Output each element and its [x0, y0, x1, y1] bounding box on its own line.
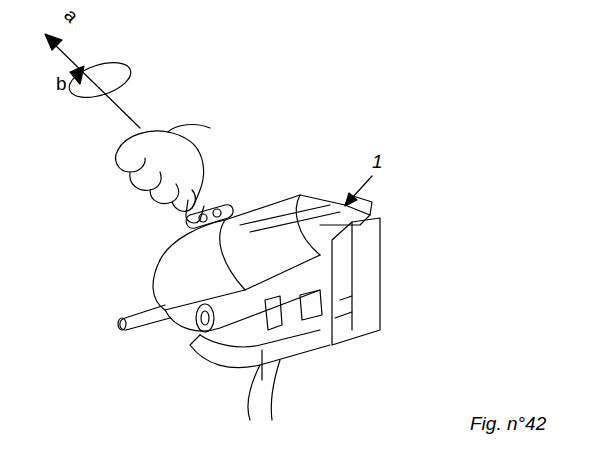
housing-box [332, 218, 380, 345]
leader-arrowhead [345, 193, 357, 206]
axis-line [50, 40, 140, 128]
rotation-ellipse [65, 56, 135, 104]
arrowhead-b [70, 66, 84, 84]
arrowhead-a [45, 34, 62, 50]
figure-caption: Fig. n°42 [470, 414, 546, 433]
leader-line [352, 176, 372, 198]
part-body [118, 195, 372, 332]
direction-letter: a [61, 5, 82, 26]
lower-bracket [190, 290, 330, 420]
callout-number: 1 [372, 152, 383, 171]
hand [116, 125, 210, 223]
direction-letter: b [56, 74, 67, 93]
